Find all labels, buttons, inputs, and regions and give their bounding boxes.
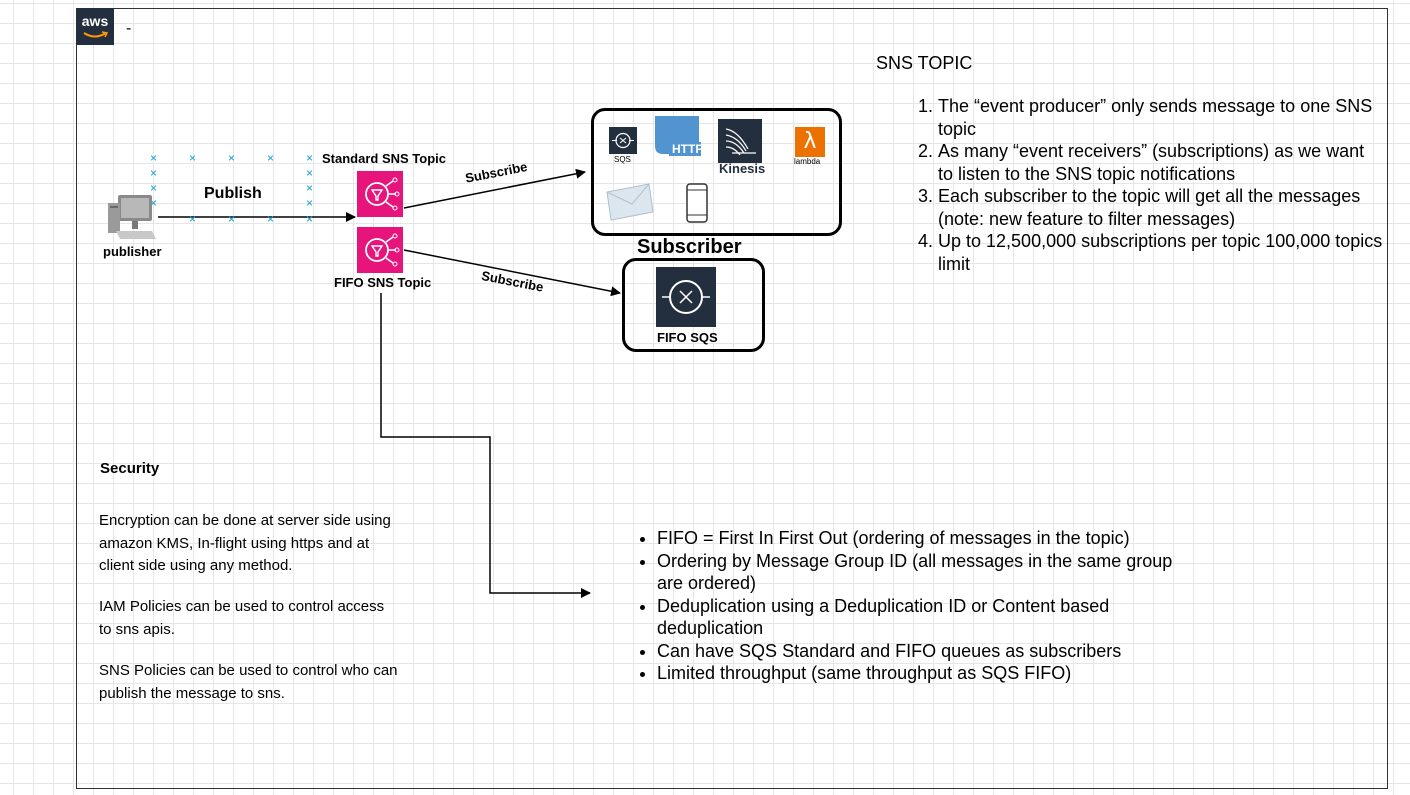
standard-sns-topic-label: Standard SNS Topic [322, 151, 446, 166]
security-title: Security [100, 460, 160, 477]
security-iam-text: IAM Policies can be used to control acce… [99, 598, 385, 638]
fifo-notes-connector [380, 293, 591, 598]
sns-topic-item: Each subscriber to the topic will get al… [938, 185, 1383, 230]
fifo-sqs-box [622, 258, 765, 352]
subscriber-title: Subscriber [637, 236, 742, 258]
http-label: HTTP [672, 142, 704, 156]
kinesis-label: Kinesis [719, 161, 766, 176]
fifo-note-item: Limited throughput (same throughput as S… [657, 662, 1177, 685]
header-dash: - [126, 20, 132, 37]
fifo-note-item: Ordering by Message Group ID (all messag… [657, 550, 1177, 595]
fifo-sns-topic-icon [357, 227, 403, 273]
fifo-sns-topic-label: FIFO SNS Topic [334, 275, 432, 290]
lambda-label: lambda [794, 157, 821, 166]
sqs-icon [609, 127, 637, 154]
sns-topic-item: The “event producer” only sends message … [938, 95, 1383, 140]
fifo-sqs-label: FIFO SQS [657, 330, 718, 345]
publish-label: Publish [204, 185, 262, 202]
lambda-icon: λ [795, 127, 825, 157]
kinesis-icon [718, 119, 762, 163]
mobile-phone-icon [686, 183, 708, 228]
publisher-computer-icon [106, 193, 158, 246]
fifo-sqs-icon [656, 267, 716, 327]
fifo-notes-list: FIFO = First In First Out (ordering of m… [657, 527, 1177, 685]
fifo-note-item: Can have SQS Standard and FIFO queues as… [657, 640, 1177, 663]
fifo-note-item: Deduplication using a Deduplication ID o… [657, 595, 1177, 640]
sns-topic-item: Up to 12,500,000 subscriptions per topic… [938, 230, 1383, 275]
diagram-frame [76, 8, 1388, 789]
subscribe-arrow-fifo [403, 249, 621, 297]
aws-logo-text: aws [81, 13, 109, 29]
sns-topic-title: SNS TOPIC [876, 53, 973, 73]
subscribe-arrow-standard [403, 168, 586, 209]
subscriber-box [591, 108, 842, 236]
fifo-note-item: FIFO = First In First Out (ordering of m… [657, 527, 1177, 550]
aws-logo: aws [76, 8, 114, 45]
standard-sns-topic-icon [357, 171, 403, 217]
sqs-label: SQS [614, 155, 631, 164]
publisher-label: publisher [103, 244, 162, 259]
http-icon [655, 116, 701, 163]
sns-topic-item: As many “event receivers” (subscriptions… [938, 140, 1383, 185]
email-icon [605, 182, 655, 227]
sns-topic-list: The “event producer” only sends message … [918, 95, 1383, 275]
security-sns-policies-text: SNS Policies can be used to control who … [99, 662, 398, 702]
security-encryption-text: Encryption can be done at server side us… [99, 512, 391, 574]
